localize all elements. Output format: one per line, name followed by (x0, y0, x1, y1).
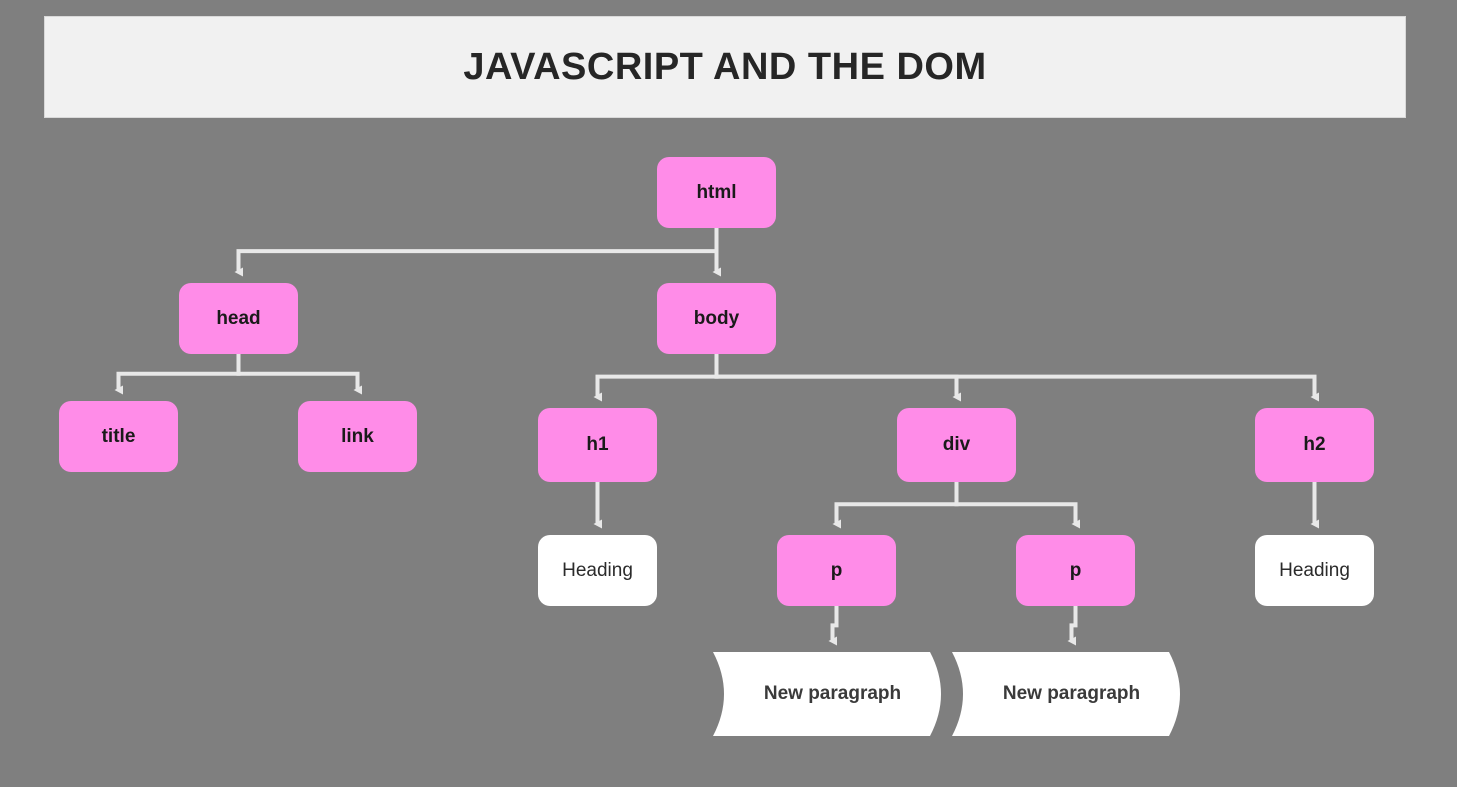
dom-node-body[interactable]: body (657, 283, 776, 354)
connector-div-to-p2 (954, 482, 1080, 529)
dom-node-label: link (341, 425, 374, 447)
dom-node-html[interactable]: html (657, 157, 776, 228)
dom-node-label: title (101, 425, 136, 447)
dom-node-p1[interactable]: p (777, 535, 896, 606)
connector-body-to-div (714, 354, 961, 402)
dom-node-np2[interactable]: New paragraph (952, 652, 1191, 736)
page-title: JAVASCRIPT AND THE DOM (463, 45, 987, 88)
dom-node-h1[interactable]: h1 (538, 408, 657, 482)
dom-node-label: head (216, 307, 261, 329)
connector-body-to-h2 (714, 354, 1319, 402)
dom-node-label: New paragraph (763, 683, 902, 704)
dom-node-label: body (693, 307, 740, 329)
dom-node-label: Heading (1279, 559, 1350, 581)
title-banner: JAVASCRIPT AND THE DOM (44, 16, 1406, 118)
connector-head-to-link (236, 354, 362, 395)
dom-node-link[interactable]: link (298, 401, 417, 472)
dom-node-heading1[interactable]: Heading (538, 535, 657, 606)
dom-node-label: New paragraph (1002, 683, 1141, 704)
dom-node-heading2[interactable]: Heading (1255, 535, 1374, 606)
dom-node-label: h2 (1303, 434, 1326, 455)
connector-head-to-title (114, 354, 241, 395)
dom-node-label: html (696, 181, 737, 203)
dom-node-p2[interactable]: p (1016, 535, 1135, 606)
dom-node-title[interactable]: title (59, 401, 178, 472)
dom-node-div[interactable]: div (897, 408, 1016, 482)
dom-node-head[interactable]: head (179, 283, 298, 354)
connector-p2-to-np2 (1067, 606, 1078, 646)
dom-node-label: Heading (562, 559, 633, 581)
dom-node-np1[interactable]: New paragraph (713, 652, 952, 736)
dom-node-label: div (942, 434, 971, 455)
dom-node-label: p (830, 559, 843, 581)
dom-node-label: h1 (586, 434, 609, 455)
connector-div-to-p1 (832, 482, 959, 529)
connector-p1-to-np1 (828, 606, 839, 646)
dom-node-h2[interactable]: h2 (1255, 408, 1374, 482)
dom-node-label: p (1069, 559, 1082, 581)
connector-body-to-h1 (593, 354, 719, 402)
connector-html-to-head (234, 228, 719, 277)
